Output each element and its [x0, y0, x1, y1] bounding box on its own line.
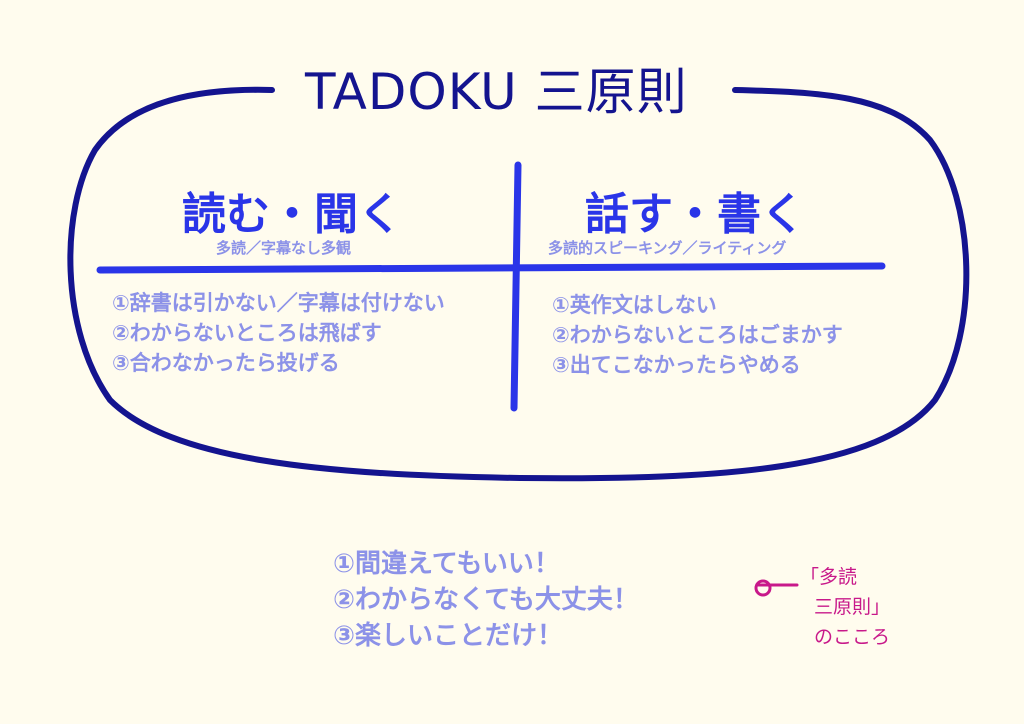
page-title: TADOKU 三原則: [305, 63, 688, 121]
spirit-list: ①間違えてもいい！ ②わからなくても大丈夫！ ③楽しいことだけ！: [333, 546, 639, 654]
spirit-item: ②わからなくても大丈夫！: [333, 585, 639, 615]
right-heading: 話す・書く: [585, 189, 805, 240]
rule-item: ③合わなかったら投げる: [112, 351, 340, 375]
spirit-annotation: 「多読 三原則」 のこころ: [800, 562, 890, 652]
rule-item: ②わからないところは飛ばす: [112, 321, 382, 345]
left-heading: 読む・聞く: [182, 189, 402, 240]
annotation-line: のこころ: [814, 626, 891, 648]
vertical-divider: [510, 161, 522, 412]
spirit-item: ③楽しいことだけ！: [333, 621, 564, 651]
rule-item: ②わからないところはごまかす: [552, 323, 843, 347]
rule-item: ①英作文はしない: [552, 293, 717, 317]
right-rules: ①英作文はしない ②わからないところはごまかす ③出てこなかったらやめる: [552, 290, 843, 380]
rule-item: ③出てこなかったらやめる: [552, 353, 801, 377]
spirit-item: ①間違えてもいい！: [333, 549, 560, 579]
arrow-tail-circle: [754, 579, 772, 597]
right-subheading: 多読的スピーキング／ライティング: [548, 239, 787, 257]
left-subheading: 多読／字幕なし多観: [216, 239, 352, 257]
rule-item: ①辞書は引かない／字幕は付けない: [112, 291, 445, 315]
annotation-line: 「多読: [800, 566, 858, 588]
left-rules: ①辞書は引かない／字幕は付けない ②わからないところは飛ばす ③合わなかったら投…: [112, 288, 445, 378]
annotation-line: 三原則」: [814, 596, 891, 618]
outline-ellipse: [67, 86, 970, 482]
horizontal-divider: [96, 262, 886, 274]
